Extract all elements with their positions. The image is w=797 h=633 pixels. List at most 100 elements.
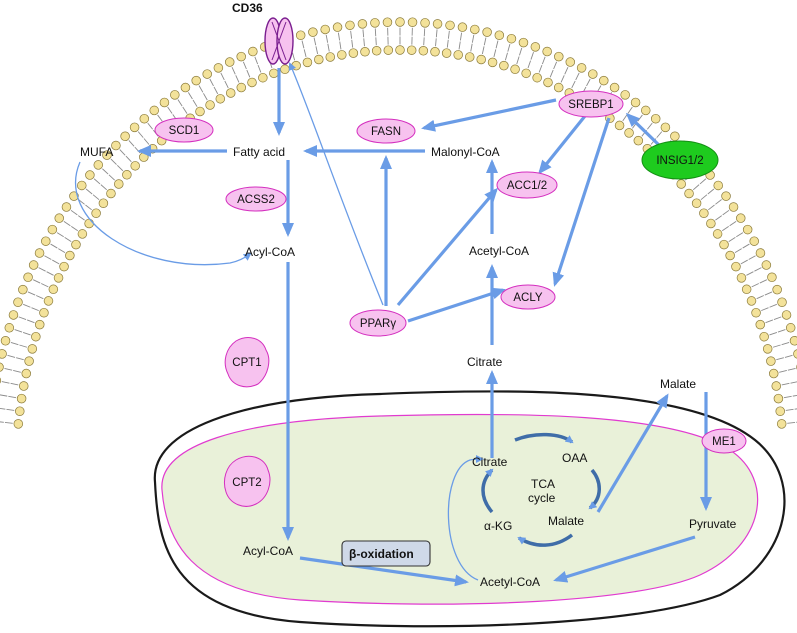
acetyl-coa-cyto-label: Acetyl-CoA bbox=[469, 244, 529, 258]
lipid-tail bbox=[58, 248, 66, 254]
tca-label-line1: TCA bbox=[531, 477, 555, 491]
lipid-head bbox=[31, 331, 41, 342]
lipid-tail bbox=[4, 367, 13, 371]
lipid-tail bbox=[575, 72, 580, 81]
lipid-tail bbox=[8, 395, 17, 399]
lipid-head bbox=[337, 50, 347, 60]
lipid-head bbox=[494, 30, 505, 40]
thick-arrows bbox=[137, 68, 712, 587]
lipid-tail bbox=[292, 52, 296, 61]
lipid-tail bbox=[0, 407, 6, 410]
lipid-tail bbox=[586, 78, 591, 87]
lipid-head bbox=[247, 77, 257, 88]
lipid-tail bbox=[708, 204, 715, 211]
lipid-tail bbox=[754, 267, 762, 272]
lipid-tail bbox=[71, 225, 79, 232]
lipid-head bbox=[762, 344, 773, 354]
lipid-head bbox=[420, 18, 430, 28]
lipid-tail bbox=[571, 80, 576, 89]
lipid-tail bbox=[538, 64, 543, 73]
lipid-head bbox=[775, 406, 785, 416]
lipid-tail bbox=[125, 155, 132, 163]
lipid-tail bbox=[493, 49, 497, 58]
lipid-tail bbox=[108, 174, 115, 181]
lipid-head bbox=[308, 27, 318, 37]
lipid-head bbox=[766, 356, 776, 366]
cpt1-label: CPT1 bbox=[232, 357, 261, 369]
lipid-head bbox=[15, 406, 25, 416]
lipid-tail bbox=[787, 367, 796, 371]
lipid-tail bbox=[748, 255, 756, 260]
lipid-tail bbox=[363, 38, 365, 47]
lipid-head bbox=[84, 218, 94, 229]
lipid-head bbox=[371, 46, 382, 56]
lipid-tail bbox=[38, 267, 46, 272]
lipid-tail bbox=[722, 209, 730, 216]
lipid-head bbox=[576, 63, 587, 73]
lipid-tail bbox=[728, 237, 736, 242]
lipid-head bbox=[430, 46, 440, 57]
lipid-head bbox=[27, 344, 38, 354]
arrow-mufa-to-acyl-coa bbox=[74, 161, 252, 266]
lipid-head bbox=[215, 94, 226, 104]
lipid-tail bbox=[110, 158, 117, 165]
lipid-head bbox=[24, 356, 34, 366]
lipid-head bbox=[553, 82, 564, 93]
lipid-tail bbox=[100, 184, 108, 191]
tca-cycle bbox=[481, 432, 601, 547]
lipid-head bbox=[295, 30, 306, 40]
lipid-tail bbox=[119, 149, 126, 156]
lipid-tail bbox=[209, 78, 214, 87]
tca-arrow bbox=[481, 468, 494, 514]
beta-oxidation-box-bg bbox=[341, 540, 431, 567]
lipid-tail bbox=[19, 344, 28, 348]
lipid-head bbox=[630, 97, 641, 108]
tca-arrow bbox=[517, 533, 574, 547]
lipid-tail bbox=[742, 243, 750, 249]
acc-label: ACC1/2 bbox=[507, 180, 547, 192]
arrow-ppar-to-acly bbox=[407, 287, 506, 323]
cd36-transporter bbox=[264, 17, 294, 65]
lipid-tail bbox=[32, 279, 41, 284]
lipid-tail bbox=[647, 122, 653, 130]
lipid-head bbox=[691, 198, 702, 208]
lipid-head bbox=[159, 97, 170, 108]
lipid-head bbox=[213, 63, 224, 73]
lipid-tail bbox=[134, 146, 141, 154]
lipid-head bbox=[706, 218, 716, 229]
lipid-head bbox=[0, 349, 7, 359]
lipid-tail bbox=[44, 255, 52, 260]
lipid-head bbox=[0, 377, 2, 384]
lipid-head bbox=[258, 72, 268, 83]
arrow-srebp1-to-acc bbox=[538, 114, 587, 175]
lipid-tail bbox=[63, 220, 71, 227]
lipid-tail bbox=[656, 131, 663, 138]
lipid-tail bbox=[495, 40, 499, 49]
lipid-tail bbox=[143, 138, 150, 145]
lipid-tail bbox=[779, 370, 787, 373]
thin-arrows bbox=[74, 62, 484, 581]
arrow-ppar-to-cd36 bbox=[288, 62, 384, 306]
lipid-tail bbox=[516, 56, 520, 65]
lipid-head bbox=[521, 68, 531, 79]
lipid-head bbox=[91, 208, 101, 218]
lipid-head bbox=[789, 336, 797, 346]
lipid-tail bbox=[699, 178, 707, 185]
lipid-head bbox=[98, 198, 109, 208]
arrow-insig-to-srebp1 bbox=[625, 112, 664, 150]
lipid-head bbox=[532, 72, 542, 83]
lipid-tail bbox=[157, 114, 163, 122]
lipid-tail bbox=[740, 259, 748, 265]
lipid-head bbox=[432, 19, 443, 29]
lipid-tail bbox=[435, 38, 437, 47]
lipid-head bbox=[41, 236, 51, 246]
lipid-head bbox=[34, 248, 45, 258]
lipid-head bbox=[370, 18, 380, 28]
lipid-head bbox=[43, 296, 54, 306]
cd36-right-lobe bbox=[276, 17, 294, 65]
lipid-head bbox=[47, 224, 58, 235]
lipid-head bbox=[236, 51, 246, 62]
lipid-head bbox=[771, 381, 781, 391]
lipid-head bbox=[487, 57, 498, 68]
lipid-tail bbox=[177, 99, 183, 107]
